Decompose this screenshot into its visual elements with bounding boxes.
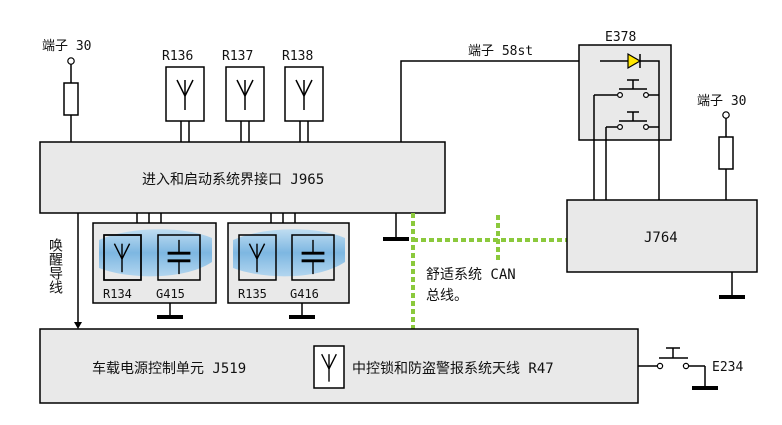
j519-label: 车载电源控制单元 J519 (92, 360, 246, 377)
wake-up-line: 唤醒导线 (47, 213, 82, 329)
terminal-58st-wire: 端子 58st (400, 44, 600, 142)
r47-label: 中控锁和防盗警报系统天线 R47 (352, 361, 554, 377)
can-bus-label-2: 总线。 (426, 288, 468, 304)
j764-label: J764 (644, 230, 678, 246)
fuse-icon (63, 82, 79, 116)
module-left-antenna-label: R134 (103, 287, 132, 301)
module-left: R134 G415 (92, 213, 217, 319)
antenna-r137-label: R137 (222, 49, 253, 64)
antenna-r136: R136 (162, 49, 205, 142)
switch-e234: E234 (638, 347, 743, 390)
j965-label: 进入和启动系统界接口 J965 (142, 171, 324, 188)
terminal-30-left-label: 端子 30 (42, 39, 91, 54)
module-left-capacitor-label: G415 (156, 287, 185, 301)
relay-e378-label: E378 (605, 30, 636, 45)
can-bus: 舒适系统 CAN 总线。 (411, 213, 567, 329)
terminal-30-left: 端子 30 (42, 39, 91, 142)
terminal-58st-label: 端子 58st (468, 44, 533, 59)
antenna-r138-label: R138 (282, 49, 313, 64)
antenna-r138: R138 (282, 49, 324, 142)
module-right: R135 G416 (227, 213, 350, 319)
terminal-30-right-label: 端子 30 (697, 94, 746, 109)
diode-icon (627, 52, 642, 70)
wake-line-label: 唤醒导线 (47, 237, 63, 294)
switch-e234-label: E234 (712, 360, 743, 375)
fuse-icon (718, 136, 734, 170)
module-right-antenna-label: R135 (238, 287, 267, 301)
ground-icon (383, 213, 409, 241)
terminal-point-icon (722, 111, 730, 119)
module-right-capacitor-label: G416 (290, 287, 319, 301)
j764-box: J764 (566, 199, 758, 299)
j965-box: 进入和启动系统界接口 J965 (39, 141, 446, 214)
j519-box: 车载电源控制单元 J519 中控锁和防盗警报系统天线 R47 (39, 328, 639, 404)
antenna-r137: R137 (222, 49, 265, 142)
antenna-r136-label: R136 (162, 49, 193, 64)
can-bus-label: 舒适系统 CAN (426, 267, 516, 283)
relay-e378: E378 (578, 30, 672, 200)
terminal-30-right: 端子 30 (697, 94, 746, 200)
terminal-point-icon (67, 57, 75, 65)
